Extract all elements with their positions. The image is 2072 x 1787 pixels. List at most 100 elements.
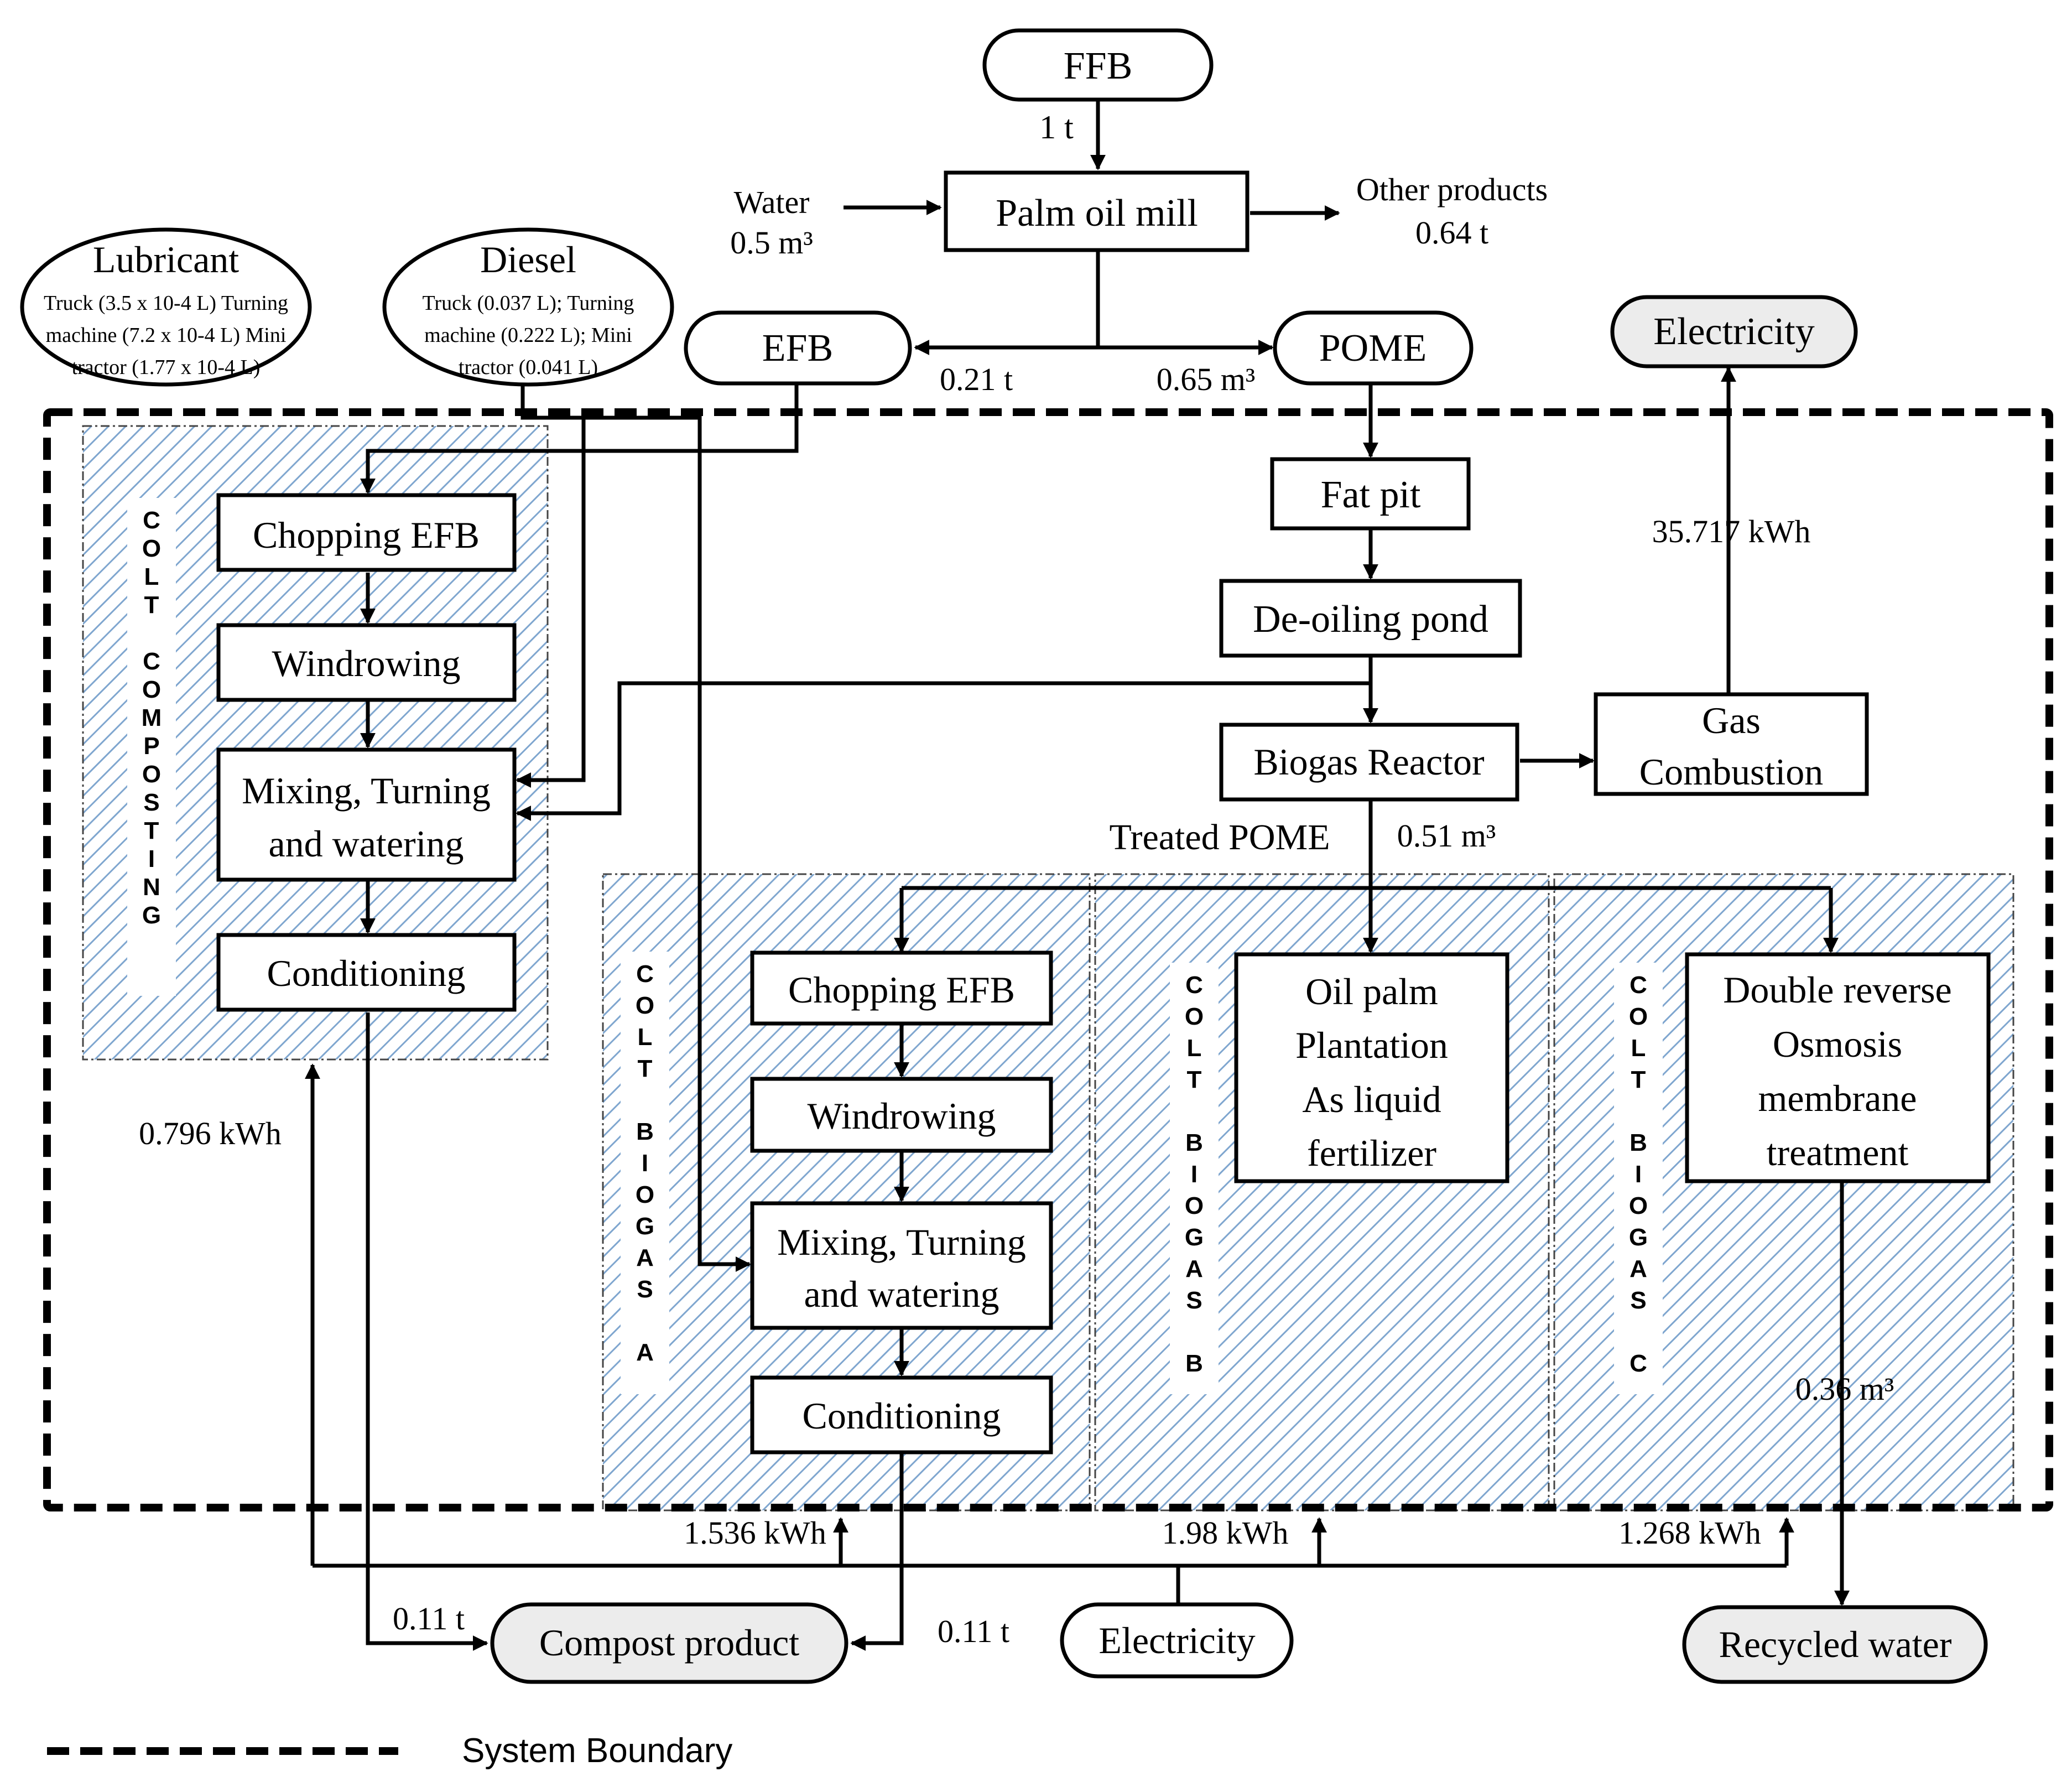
vertical-label-letter: L [1187, 1035, 1202, 1062]
composting-windrowing-box [216, 623, 517, 702]
vertical-label-letter: T [1187, 1066, 1202, 1093]
vertical-label-letter: A [1630, 1255, 1647, 1282]
water-quantity: 0.5 m³ [730, 225, 813, 261]
composting-conditioning-label: Conditioning [267, 952, 466, 994]
vertical-label-letter: O [1185, 1003, 1204, 1030]
composting-mixing-box [216, 747, 517, 882]
vertical-label-letter: O [1629, 1003, 1648, 1030]
composting-chopping-label: Chopping EFB [253, 514, 480, 556]
diesel-title: Diesel [480, 238, 576, 280]
electricity-biogas-c-quantity: 1.268 kWh [1618, 1515, 1761, 1551]
vertical-label-letter: B [636, 1118, 654, 1145]
biogas-a-windrowing-box [750, 1077, 1053, 1153]
electricity-composting-quantity: 0.796 kWh [139, 1115, 282, 1151]
electricity-biogas-b-quantity: 1.98 kWh [1162, 1515, 1289, 1551]
recycled-water-terminal [1682, 1605, 1988, 1684]
vertical-label-letter: I [1635, 1161, 1642, 1188]
composting-mixing-line-2: and watering [268, 823, 464, 865]
gas-combustion-line-1: Gas [1702, 699, 1761, 741]
lubricant-line-2: machine (7.2 x 10-4 L) Mini [46, 324, 287, 347]
vertical-label-letter: L [1631, 1035, 1646, 1062]
treated-pome-quantity: 0.51 m³ [1397, 818, 1496, 854]
compost-product-label: Compost product [539, 1622, 799, 1664]
inputs-to-biogas-a-mixing-arrow [520, 385, 751, 1272]
diesel-terminal [382, 227, 674, 387]
vertical-label-letter: T [144, 591, 159, 619]
lubricant-terminal [20, 227, 312, 387]
biogas-a-to-compost-product-arrow [850, 1452, 904, 1651]
vertical-label-letter: G [1629, 1224, 1648, 1251]
efb-quantity: 0.21 t [940, 361, 1013, 397]
colt-composting-label-bg [127, 498, 176, 996]
double-ro-line-3: membrane [1758, 1077, 1917, 1119]
diesel-line-3: tractor (0.041 L) [459, 356, 598, 379]
compost-product-terminal [490, 1602, 848, 1684]
pome-quantity: 0.65 m³ [1157, 361, 1256, 397]
diesel-line-2: machine (0.222 L); Mini [424, 324, 632, 347]
lubricant-title: Lubricant [93, 238, 239, 280]
oil-palm-plantation-line-4: fertilizer [1307, 1132, 1436, 1174]
treated-pome-label: Treated POME [1109, 817, 1330, 858]
recycled-water-label: Recycled water [1719, 1623, 1952, 1665]
double-ro-line-1: Double reverse [1723, 969, 1951, 1011]
compost-from-composting-quantity: 0.11 t [393, 1601, 465, 1637]
vertical-label-letter: B [1185, 1350, 1203, 1377]
lubricant-line-3: tractor (1.77 x 10-4 L) [72, 356, 261, 379]
ffb-input-quantity: 1 t [1039, 109, 1074, 146]
biogas-a-conditioning-box [750, 1375, 1053, 1454]
vertical-label-letter: C [1630, 972, 1647, 999]
diesel-line-1: Truck (0.037 L); Turning [423, 292, 634, 315]
vertical-label-letter: P [143, 733, 159, 760]
palm-oil-mill-label: Palm oil mill [996, 192, 1198, 235]
vertical-label-letter: A [636, 1339, 654, 1366]
composting-chopping-box [216, 493, 517, 572]
inputs-to-composting-mixing-arrow [516, 415, 586, 788]
vertical-label-letter: T [144, 817, 159, 844]
vertical-label-letter: A [636, 1244, 654, 1271]
electricity-input-label: Electricity [1099, 1619, 1255, 1661]
vertical-label-letter: A [1185, 1255, 1203, 1282]
vertical-label-letter: I [642, 1150, 648, 1177]
recycled-water-quantity: 0.36 m³ [1795, 1371, 1894, 1407]
other-products-quantity: 0.64 t [1415, 215, 1488, 251]
deoiling-pond-label: De-oiling pond [1253, 598, 1488, 641]
composting-conditioning-box [216, 933, 517, 1012]
pome-label: POME [1319, 327, 1427, 370]
vertical-label-letter: L [638, 1024, 653, 1051]
ffb-terminal [982, 28, 1214, 102]
vertical-label-letter: G [1185, 1224, 1204, 1251]
double-ro-box [1685, 952, 1991, 1183]
biogas-a-chopping-label: Chopping EFB [788, 969, 1015, 1011]
vertical-label-letter: N [143, 874, 160, 901]
pome-terminal [1273, 310, 1474, 386]
compost-from-biogas-a-quantity: 0.11 t [938, 1613, 1009, 1649]
electricity-input-terminal [1060, 1602, 1294, 1679]
electricity-generated-quantity: 35.717 kWh [1652, 513, 1811, 549]
gas-combustion-box [1594, 692, 1869, 796]
efb-label: EFB [762, 327, 833, 370]
vertical-label-letter: C [1185, 972, 1203, 999]
vertical-label-letter: G [636, 1213, 654, 1240]
oil-palm-plantation-line-3: As liquid [1302, 1078, 1441, 1120]
composting-mixing-line-1: Mixing, Turning [242, 770, 491, 812]
composting-windrowing-label: Windrowing [272, 642, 461, 684]
other-products-label: Other products [1356, 172, 1548, 207]
biogas-reactor-label: Biogas Reactor [1253, 741, 1485, 783]
vertical-label-letter: O [1629, 1192, 1648, 1219]
fat-pit-label: Fat pit [1321, 474, 1421, 516]
composting-to-compost-product-arrow [366, 1012, 488, 1651]
vertical-label-letter: O [1185, 1192, 1204, 1219]
vertical-label-letter: T [1631, 1066, 1646, 1093]
biogas-a-mixing-box [750, 1201, 1053, 1330]
electricity-output-terminal [1610, 295, 1858, 368]
biogas-a-mixing-line-2: and watering [804, 1273, 999, 1315]
system-boundary [43, 408, 2053, 1511]
colt-biogas-a-label-bg [621, 952, 669, 1394]
double-ro-line-4: treatment [1767, 1131, 1909, 1173]
vertical-label-letter: O [636, 992, 654, 1019]
vertical-label-letter: C [636, 960, 654, 988]
